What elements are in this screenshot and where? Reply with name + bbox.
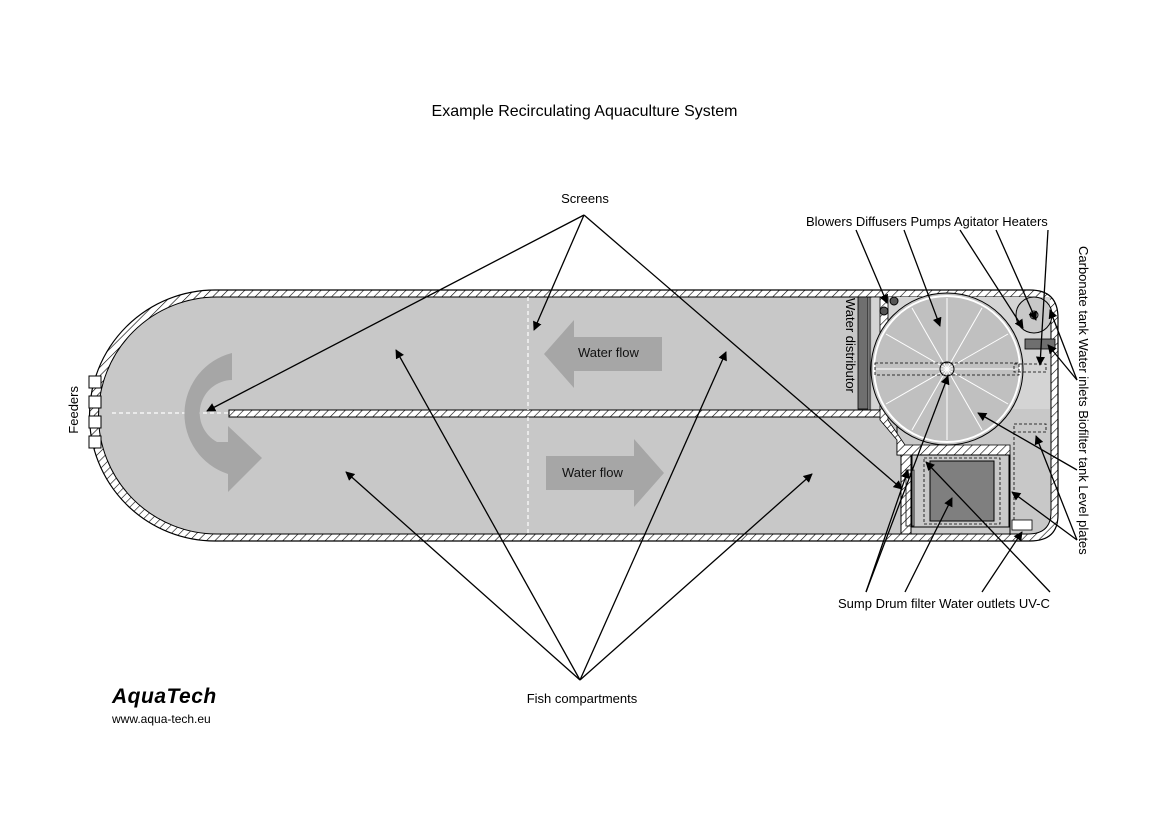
- water-flow-label-top: Water flow: [578, 345, 639, 360]
- water-flow-arrow-bottom: [546, 439, 664, 507]
- u-turn-arrow: [184, 353, 262, 492]
- drum-filter-housing: [923, 457, 1001, 525]
- drum-filter: [929, 460, 995, 522]
- bottom-equipment-label: Sump Drum filter Water outlets UV-C: [838, 596, 1050, 611]
- screens-label: Screens: [561, 191, 609, 206]
- heater: [1024, 338, 1056, 350]
- biofilter-diffuser-bar: [874, 362, 1020, 376]
- uv-c-unit: [1011, 519, 1033, 531]
- annotation-arrows: [206, 214, 1078, 681]
- sump: [911, 454, 1010, 528]
- biofilter-spokes: [876, 298, 1018, 440]
- aquatech-logo: AquaTech: [112, 685, 217, 708]
- blower: [889, 296, 899, 306]
- fish-compartments-label: Fish compartments: [526, 691, 638, 706]
- water-distributor: [857, 296, 869, 410]
- water-distributor-label: Water distributor: [843, 298, 858, 393]
- feeders-label: Feeders: [66, 386, 81, 434]
- blower: [879, 306, 889, 316]
- right-side-label: Carbonate tank Water inlets Biofilter ta…: [1076, 246, 1091, 555]
- diagram-title: Example Recirculating Aquaculture System: [431, 103, 738, 120]
- water-flow-label-bottom: Water flow: [562, 465, 623, 480]
- equipment-wall: [869, 297, 1011, 535]
- level-plate: [1013, 363, 1047, 373]
- level-plate: [1013, 423, 1047, 433]
- center-divider: [228, 409, 902, 418]
- top-equipment-label: Blowers Diffusers Pumps Agitator Heaters: [806, 214, 1048, 229]
- feeders: [88, 375, 102, 449]
- water-outlet: [905, 469, 915, 527]
- water-flow-arrow-top: [544, 320, 662, 388]
- website-url: www.aqua-tech.eu: [112, 712, 211, 726]
